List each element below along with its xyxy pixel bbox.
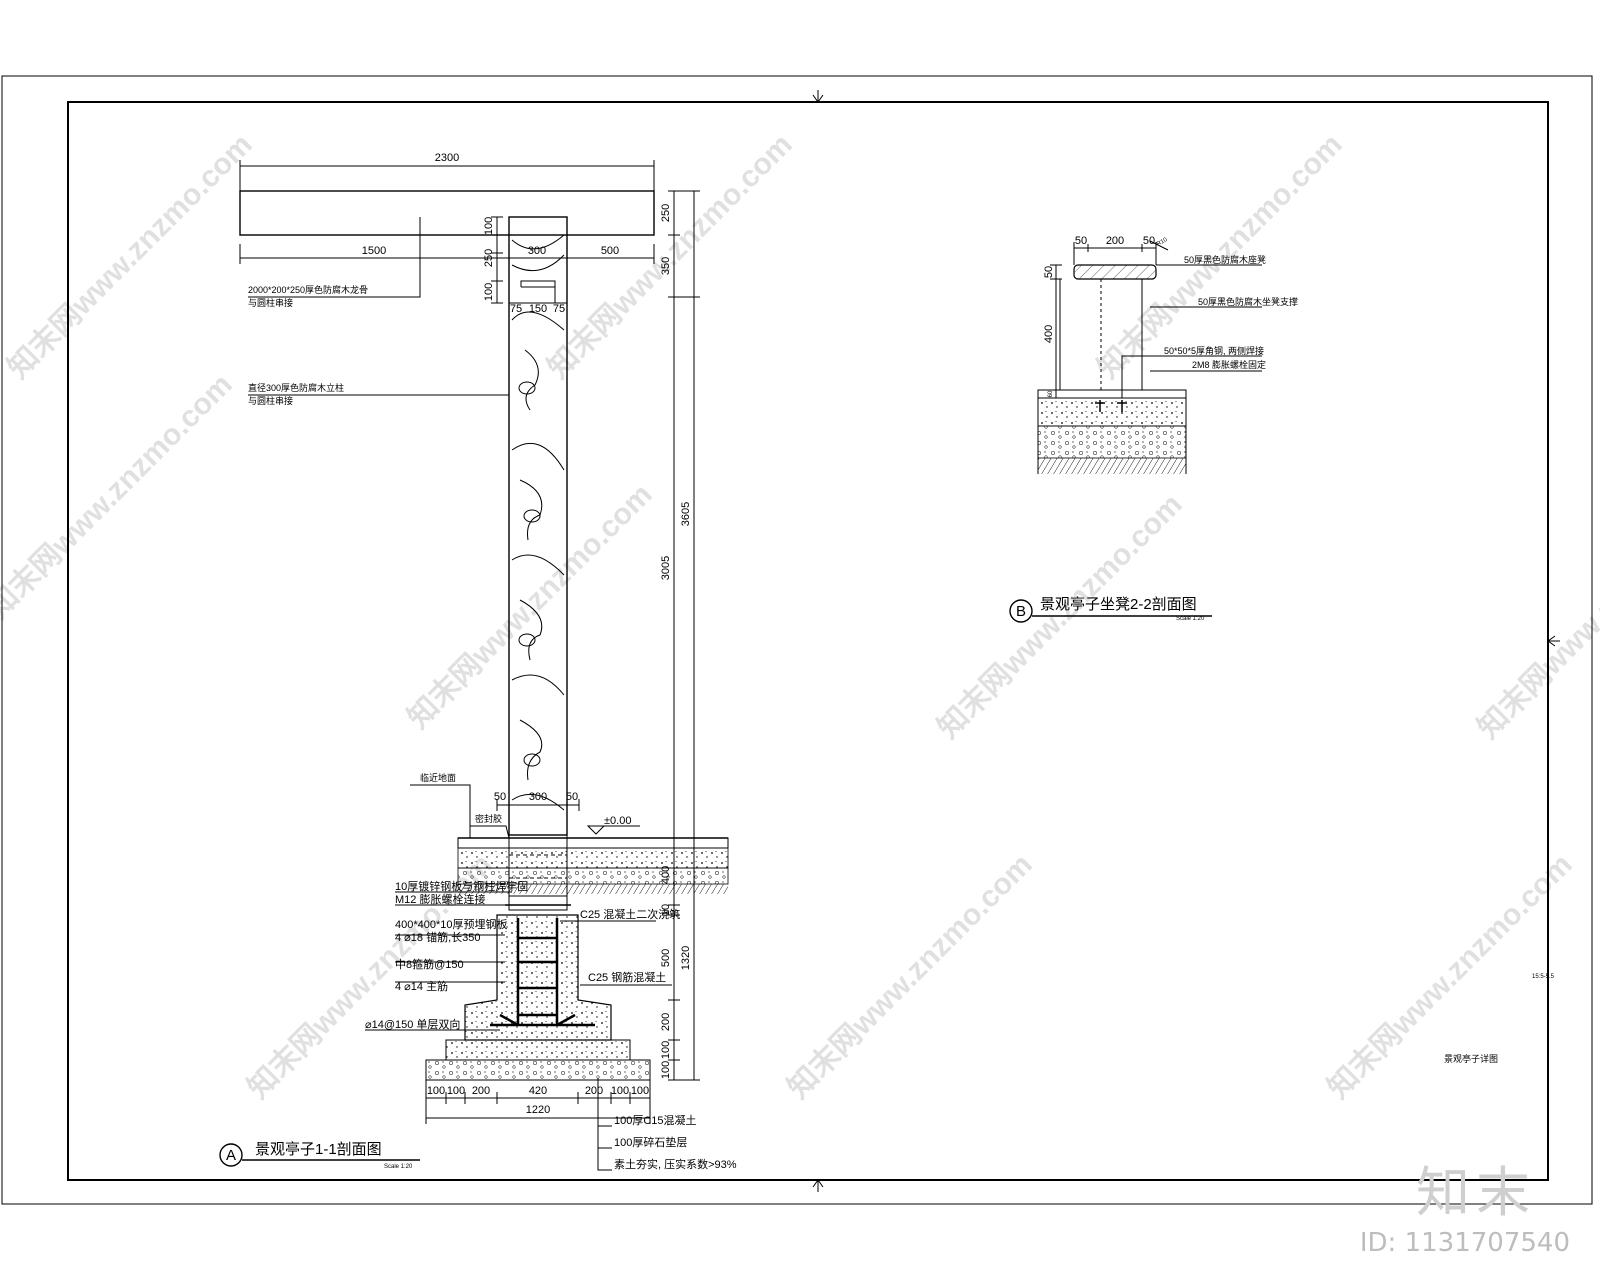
dim-b-w200: 200	[1106, 235, 1124, 247]
dim-gap-h: 350	[660, 257, 672, 275]
section-b-badge	[1009, 599, 1033, 623]
beam-outline	[239, 190, 655, 236]
dim-h10: 10	[660, 904, 672, 916]
note-base-c15: 100厚C15混凝土	[614, 1113, 697, 1127]
dim-h1320: 1320	[680, 946, 692, 970]
dim-b-h60: 60	[1048, 390, 1054, 397]
dim-col-width: 300	[528, 245, 546, 257]
sheet-note-2: 景观亭子详图	[1444, 1053, 1498, 1064]
dim-w75b: 75	[553, 303, 565, 315]
section-a-labels: 2300 1500 300 500 250 350 100 250 100 75…	[226, 152, 737, 1171]
dim-b1220: 1220	[526, 1104, 550, 1116]
note-stirrup: 中8箍筋@150	[395, 957, 464, 971]
watermark-text: 知末网www.znzmo.com	[0, 368, 239, 625]
dim-w300b: 300	[529, 791, 547, 803]
dim-right-span: 500	[601, 245, 619, 257]
note-b-seat: 50厚黑色防腐木座凳	[1184, 254, 1266, 265]
brand-watermark: 知末	[1416, 1161, 1536, 1224]
dim-h200: 200	[660, 1013, 672, 1031]
section-a-title: 景观亭子1-1剖面图	[255, 1140, 382, 1158]
note-column-2: 与圆柱串接	[248, 395, 293, 406]
note-b-angle: 50*50*5厚角钢, 两侧焊接	[1164, 345, 1264, 356]
dim-h100a: 100	[483, 217, 495, 235]
section-b-scale: Scale 1:20	[1176, 616, 1205, 622]
note-anchor: 4 ⌀18 锚筋,长350	[395, 930, 481, 944]
dim-h400: 400	[660, 866, 672, 884]
watermark-text: 知末网www.znzmo.com	[2, 128, 259, 385]
section-a-badge	[219, 1143, 243, 1167]
dim-b-radius: R10	[1156, 237, 1169, 248]
dim-b200a: 200	[472, 1085, 490, 1097]
note-base-gravel: 100厚碎石垫层	[614, 1135, 687, 1149]
note-b-support: 50厚黑色防腐木坐凳支撑	[1198, 296, 1298, 307]
dim-b420: 420	[529, 1085, 547, 1097]
section-a-scale: Scale 1:20	[384, 1164, 413, 1170]
section-b-badge-letter: B	[1016, 603, 1026, 620]
note-c25-secondary: C25 混凝土二次浇筑	[580, 907, 680, 921]
dim-b-w50a: 50	[1075, 235, 1087, 247]
elevation-label: ±0.00	[604, 815, 631, 827]
section-b-labels: 50 200 50 R10 50 400 60 50厚黑色防腐木座凳 50厚黑色…	[1016, 235, 1298, 622]
sheet-note-1: 15:5-5.5	[1532, 974, 1555, 980]
note-c25-rc: C25 钢筋混凝土	[588, 970, 666, 984]
section-a-drawing	[219, 160, 729, 1171]
note-beam: 2000*200*250厚色防腐木龙骨	[248, 284, 368, 295]
dim-h250: 250	[483, 249, 495, 267]
note-column: 直径300厚色防腐木立柱	[248, 382, 344, 393]
dim-h500: 500	[660, 949, 672, 967]
note-plate: 10厚镀锌钢板与钢柱焊牢固	[395, 879, 528, 893]
dim-h100d: 100	[660, 1061, 672, 1079]
note-b-bolt: 2M8 膨胀螺栓固定	[1192, 359, 1266, 370]
note-mesh: ⌀14@150 单层双向	[365, 1017, 460, 1031]
dim-w150: 150	[529, 303, 547, 315]
section-b-title: 景观亭子坐凳2-2剖面图	[1040, 595, 1197, 613]
dim-beam-h: 250	[660, 204, 672, 222]
watermark-layer: 知末网www.znzmo.com 知末网www.znzmo.com 知末网www…	[0, 128, 1600, 1105]
dim-b100b: 100	[447, 1085, 465, 1097]
watermark-text: 知末网www.znzmo.com	[1472, 488, 1600, 745]
dim-total-width: 2300	[435, 152, 459, 164]
watermark-text: 知末网www.znzmo.com	[782, 848, 1039, 1105]
dim-w50b: 50	[566, 791, 578, 803]
dim-w50a: 50	[494, 791, 506, 803]
image-id-label: ID: 1131707540	[1359, 1228, 1570, 1258]
dim-h100c: 100	[660, 1041, 672, 1059]
section-a-badge-letter: A	[226, 1147, 236, 1164]
note-bolt: M12 膨胀螺栓连接	[395, 892, 485, 906]
dim-w75a: 75	[510, 303, 522, 315]
sheet-notes: 15:5-5.5 景观亭子详图	[1444, 974, 1555, 1064]
dim-h3005: 3005	[660, 556, 672, 580]
dim-b100a: 100	[427, 1085, 445, 1097]
dim-left-span: 1500	[362, 245, 386, 257]
dim-h3605: 3605	[680, 502, 692, 526]
note-embed-plate: 400*400*10厚预埋钢板	[395, 917, 508, 931]
note-sealant: 密封胶	[475, 813, 502, 824]
note-base-soil: 素土夯实, 压实系数>93%	[614, 1157, 737, 1171]
note-main-bar: 4 ⌀14 主筋	[395, 979, 448, 993]
dim-b-h50: 50	[1043, 266, 1055, 278]
dim-h100b: 100	[483, 283, 495, 301]
dim-b100c: 100	[611, 1085, 629, 1097]
dim-b200b: 200	[585, 1085, 603, 1097]
seat-board	[1073, 264, 1157, 280]
dim-b100d: 100	[631, 1085, 649, 1097]
section-b-drawing	[1009, 240, 1262, 623]
note-paving: 临近地面	[420, 772, 456, 783]
note-beam-2: 与圆柱串接	[248, 297, 293, 308]
dim-b-h400: 400	[1043, 325, 1055, 343]
dim-b-w50b: 50	[1143, 235, 1155, 247]
sheet-border	[1, 75, 1593, 1205]
